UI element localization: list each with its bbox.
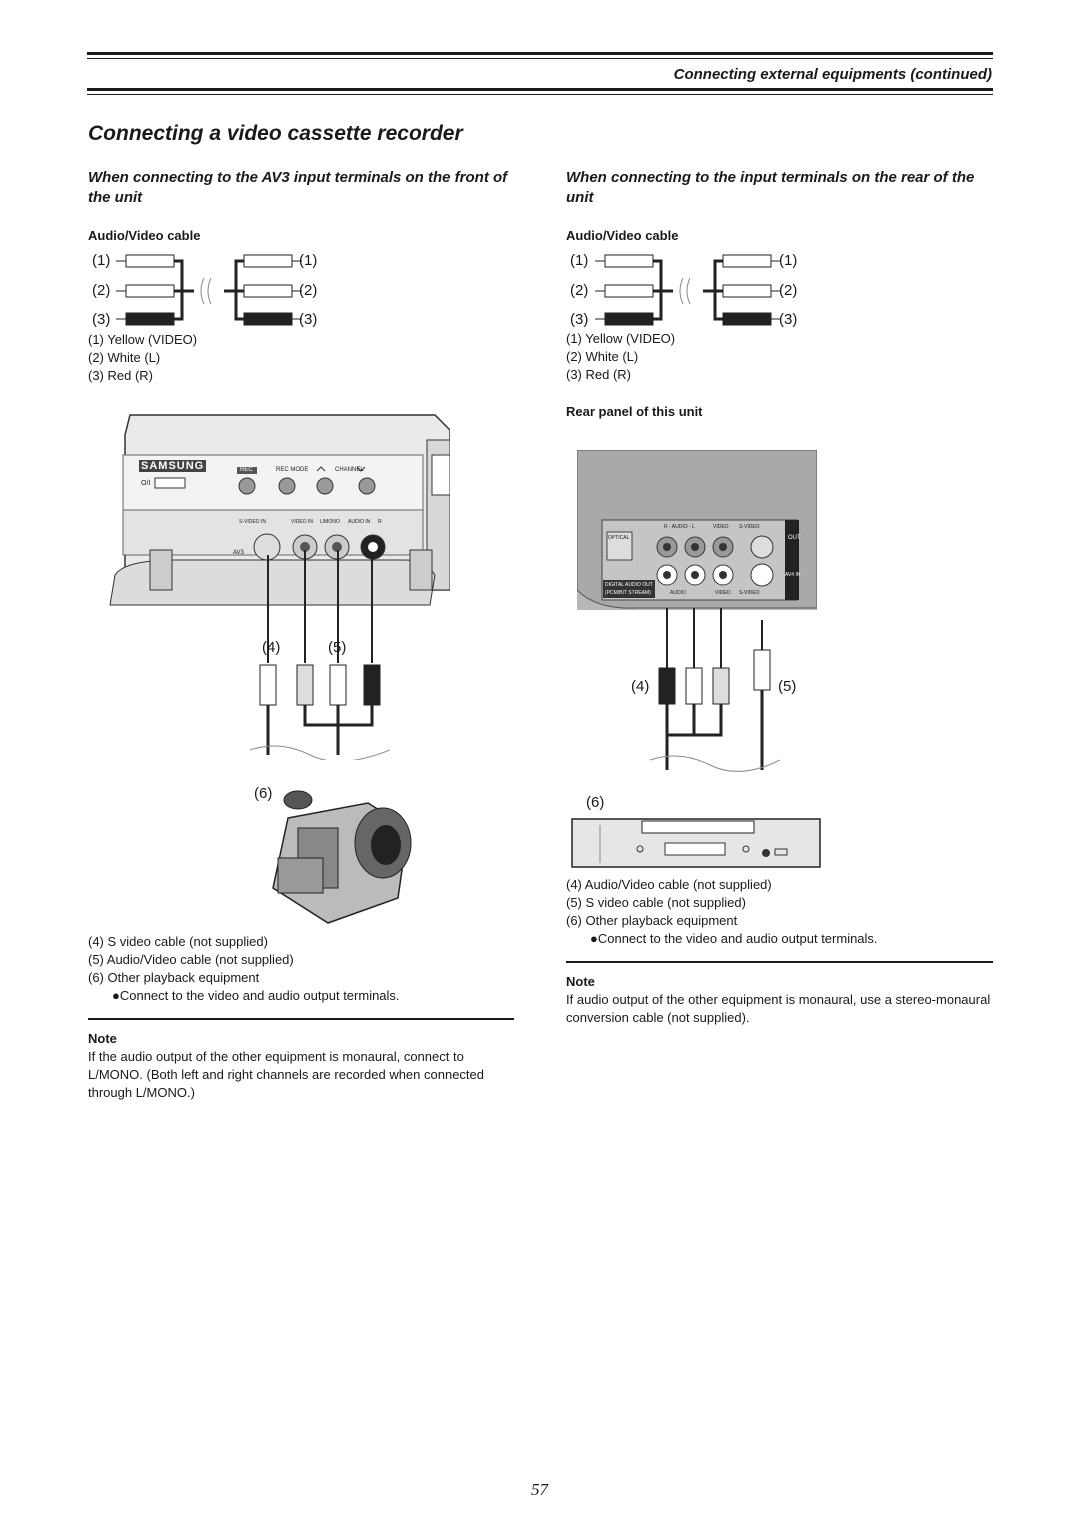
list-item: (5) S video cable (not supplied) [566, 895, 746, 910]
right-callout-6: (6) [586, 794, 605, 811]
rear-out-label: OUT [788, 535, 801, 541]
right-callout-5: (5) [778, 678, 797, 695]
left-cable-num-2r: (2) [299, 282, 318, 299]
panel-rec-mode-label: REC MODE [276, 467, 309, 473]
header-rule-top-thin [87, 58, 993, 59]
page-number: 57 [531, 1480, 548, 1499]
right-heading: When connecting to the input terminals o… [566, 169, 975, 206]
left-cable-num-3r: (3) [299, 311, 318, 328]
right-cable-num-3: (3) [570, 311, 589, 328]
rear-r-audio-l-label: R - AUDIO - L [664, 524, 695, 530]
page-title: Connecting a video cassette recorder [88, 122, 463, 145]
rear-digital-out-label: DIGITAL AUDIO OUT [605, 582, 653, 588]
legend-item: (2) White (L) [566, 349, 639, 364]
list-item: (6) Other playback equipment [566, 913, 738, 928]
panel-r-label: R [378, 519, 382, 525]
panel-video-in-label: VIDEO IN [291, 519, 313, 525]
legend-item: (1) Yellow (VIDEO) [566, 331, 676, 346]
left-note-title: Note [88, 1031, 117, 1046]
rear-panel-label: Rear panel of this unit [566, 404, 703, 419]
left-cable-label: Audio/Video cable [88, 228, 201, 243]
left-cable-num-3: (3) [92, 311, 111, 328]
camcorder-illustration [272, 790, 412, 924]
vcr-illustration [571, 818, 821, 868]
right-cable-num-1r: (1) [779, 252, 798, 269]
legend-item: (1) Yellow (VIDEO) [88, 332, 198, 347]
right-cable-num-2r: (2) [779, 282, 798, 299]
left-heading: When connecting to the AV3 input termina… [88, 169, 508, 206]
left-cable-num-1r: (1) [299, 252, 318, 269]
panel-audio-in-label: AUDIO IN [348, 519, 371, 525]
list-item: (6) Other playback equipment [88, 970, 260, 985]
legend-item: (3) Red (R) [88, 368, 154, 383]
header-rule-bottom [87, 88, 993, 91]
rear-pcm-label: (PCM/BIT STREAM) [605, 590, 651, 596]
panel-svideo-in-label: S-VIDEO IN [239, 519, 266, 525]
panel-lmono-label: L/MONO [320, 519, 340, 525]
legend-item: (3) Red (R) [566, 367, 632, 382]
left-av-cable-illustration [116, 254, 302, 326]
right-cable-num-3r: (3) [779, 311, 798, 328]
rear-s-video-label: S-VIDEO [739, 524, 760, 530]
left-color-legend: (1) Yellow (VIDEO) (2) White (L) (3) Red… [88, 331, 197, 385]
front-panel-illustration [109, 414, 450, 606]
right-cable-num-1: (1) [570, 252, 589, 269]
left-items-list: (4) S video cable (not supplied) (5) Aud… [88, 933, 400, 1005]
panel-av3-label: AV3 [233, 550, 244, 556]
list-item: (5) Audio/Video cable (not supplied) [88, 952, 294, 967]
rear-audio-label: AUDIO [670, 590, 686, 596]
rear-s-video2-label: S-VIDEO [739, 590, 760, 596]
right-cable-label: Audio/Video cable [566, 228, 679, 243]
left-note-text: If the audio output of the other equipme… [88, 1049, 484, 1100]
left-cable-num-2: (2) [92, 282, 111, 299]
panel-brand-logo: SAMSUNG [139, 460, 207, 472]
right-callout-4: (4) [631, 678, 650, 695]
rear-video2-label: VIDEO [715, 590, 731, 596]
right-note-title: Note [566, 974, 595, 989]
left-callout-5: (5) [328, 639, 347, 656]
rear-av4-in-label: AV4 IN [785, 572, 801, 578]
header-rule-bottom-thin [87, 94, 993, 95]
left-callout-6: (6) [254, 785, 273, 802]
list-item-bullet: ●Connect to the video and audio output t… [590, 931, 878, 946]
panel-power-label: O/I [141, 480, 151, 487]
panel-rec-label: REC [240, 467, 253, 473]
right-note-text: If audio output of the other equipment i… [566, 992, 991, 1025]
list-item-bullet: ●Connect to the video and audio output t… [112, 988, 400, 1003]
panel-channel-label: CHANNEL [335, 467, 364, 473]
rear-optical-label: OPTICAL [608, 535, 630, 541]
section-title: Connecting external equipments (continue… [673, 66, 992, 83]
list-item: (4) Audio/Video cable (not supplied) [566, 877, 772, 892]
right-note-rule [566, 961, 993, 963]
left-cables-illustration [250, 550, 390, 760]
left-cable-num-1: (1) [92, 252, 111, 269]
right-color-legend: (1) Yellow (VIDEO) (2) White (L) (3) Red… [566, 330, 675, 384]
left-note-rule [88, 1018, 514, 1020]
header-rule-top [87, 52, 993, 55]
list-item: (4) S video cable (not supplied) [88, 934, 268, 949]
legend-item: (2) White (L) [88, 350, 161, 365]
right-av-cable-illustration [595, 254, 781, 326]
right-cables-illustration [650, 608, 780, 772]
left-callout-4: (4) [262, 639, 281, 656]
rear-video-label: VIDEO [713, 524, 729, 530]
rear-panel-illustration [577, 450, 817, 610]
right-items-list: (4) Audio/Video cable (not supplied) (5)… [566, 876, 878, 948]
right-cable-num-2: (2) [570, 282, 589, 299]
